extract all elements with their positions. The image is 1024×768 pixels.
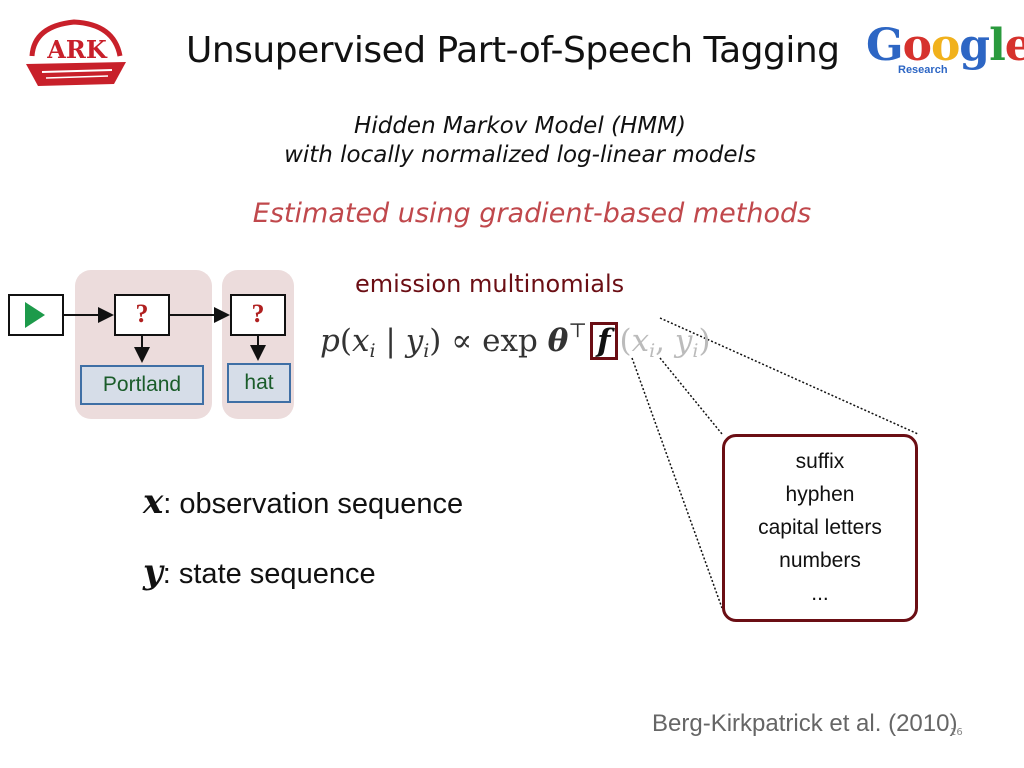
emission-formula: p(xi | yi) ∝ exp θ⊤f(xi, yi) bbox=[320, 318, 711, 362]
subtitle-line-1: Hidden Markov Model (HMM) bbox=[354, 113, 686, 139]
formula-x: x bbox=[631, 323, 650, 359]
definition-y: y: state sequence bbox=[143, 552, 376, 592]
formula-sub-i: i bbox=[692, 340, 699, 362]
formula-lparen: ( bbox=[619, 323, 632, 359]
definition-text: : state sequence bbox=[162, 558, 376, 590]
google-wordmark: Google bbox=[866, 24, 1024, 68]
formula-f-boxed: f bbox=[590, 322, 618, 360]
google-letter: G bbox=[866, 20, 904, 71]
google-letter: o bbox=[930, 20, 960, 71]
zoom-line-mid bbox=[659, 357, 723, 435]
variable-x: x bbox=[143, 482, 164, 522]
observed-word-2: hat bbox=[227, 363, 291, 403]
formula-sub-i: i bbox=[369, 340, 376, 362]
emission-label: emission multinomials bbox=[355, 270, 625, 298]
hidden-state-1: ? bbox=[114, 294, 170, 336]
ark-logo-text: ARK bbox=[46, 35, 108, 64]
formula-transpose: ⊤ bbox=[568, 318, 588, 342]
formula-lparen: ( bbox=[339, 323, 352, 359]
hidden-state-2: ? bbox=[230, 294, 286, 336]
formula-rparen: ) bbox=[698, 323, 711, 359]
formula-y: y bbox=[405, 323, 424, 359]
ark-logo: ARK bbox=[22, 14, 132, 92]
feature-item: hyphen bbox=[785, 483, 855, 506]
highlight-text: Estimated using gradient-based methods bbox=[252, 198, 812, 229]
formula-p: p bbox=[320, 323, 340, 359]
formula-y: y bbox=[674, 323, 693, 359]
formula-exp: exp bbox=[482, 323, 538, 359]
formula-propto: ∝ bbox=[451, 323, 473, 359]
citation: Berg-Kirkpatrick et al. (2010) bbox=[652, 710, 958, 737]
formula-bar: | bbox=[385, 323, 396, 359]
formula-rparen: ) bbox=[429, 323, 442, 359]
formula-comma: , bbox=[655, 323, 666, 359]
feature-item: suffix bbox=[795, 450, 845, 473]
formula-args: (xi, yi) bbox=[619, 323, 711, 362]
feature-item: numbers bbox=[779, 549, 861, 572]
research-label: Research bbox=[898, 64, 948, 76]
formula-theta: θ bbox=[547, 323, 569, 359]
google-letter: l bbox=[989, 20, 1006, 71]
definition-text: : observation sequence bbox=[163, 488, 464, 520]
definition-x: x: observation sequence bbox=[143, 482, 463, 522]
play-icon bbox=[25, 302, 45, 328]
features-box: suffix hyphen capital letters numbers ..… bbox=[722, 434, 918, 622]
feature-item: capital letters bbox=[758, 516, 882, 539]
feature-item: ... bbox=[811, 582, 829, 605]
start-state-box bbox=[8, 294, 64, 336]
formula-sub-i: i bbox=[649, 340, 656, 362]
google-letter: e bbox=[1004, 20, 1024, 71]
variable-y: y bbox=[143, 552, 163, 592]
page-number: 16 bbox=[950, 727, 963, 738]
google-letter: o bbox=[902, 20, 932, 71]
observed-word-1: Portland bbox=[80, 365, 204, 405]
formula-x: x bbox=[351, 323, 370, 359]
google-letter: g bbox=[959, 20, 990, 71]
subtitle-line-2: with locally normalized log-linear model… bbox=[284, 142, 756, 168]
google-research-logo: Google Research bbox=[866, 24, 1024, 84]
formula-sub-i: i bbox=[423, 340, 430, 362]
zoom-line-bottom bbox=[631, 357, 723, 609]
slide-title: Unsupervised Part-of-Speech Tagging bbox=[186, 30, 840, 71]
